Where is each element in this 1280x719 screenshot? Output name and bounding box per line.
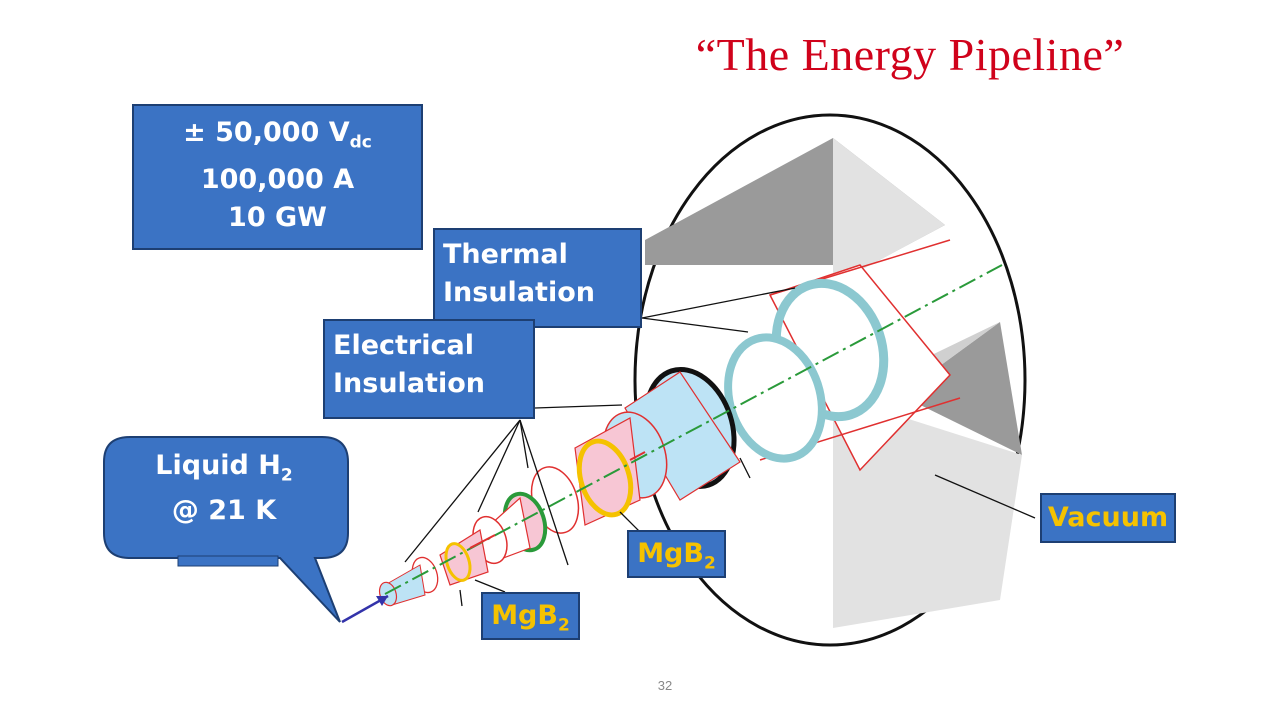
electrical-insulation-label: Electrical Insulation [323, 319, 535, 419]
vacuum-label: Vacuum [1040, 493, 1176, 543]
page-title: “The Energy Pipeline” [695, 29, 1125, 80]
voltage-value: ± 50,000 Vdc [183, 117, 372, 153]
cutaway-shade-bottom [900, 322, 1022, 455]
liquid-h2-text: Liquid H2 @ 21 K [155, 450, 293, 527]
mgb2-label-lower: MgB2 [481, 592, 580, 640]
mgb2-ring-large [576, 438, 634, 518]
thermal-insulation-label: Thermal Insulation [433, 228, 642, 328]
cutaway-light-top [833, 138, 945, 285]
power-value: 10 GW [228, 202, 327, 234]
current-value: 100,000 A [200, 164, 355, 196]
mgb2-ring-small [444, 542, 472, 582]
cutaway-light-bottom [833, 395, 1022, 628]
liquid-h2-callout [103, 436, 349, 623]
specs-box: ± 50,000 Vdc 100,000 A 10 GW [132, 104, 423, 250]
thermal-ring-inner [724, 333, 826, 463]
page-number: 32 [657, 678, 673, 693]
leader-lines [404, 287, 1036, 607]
mgb2-label-upper: MgB2 [627, 530, 726, 578]
